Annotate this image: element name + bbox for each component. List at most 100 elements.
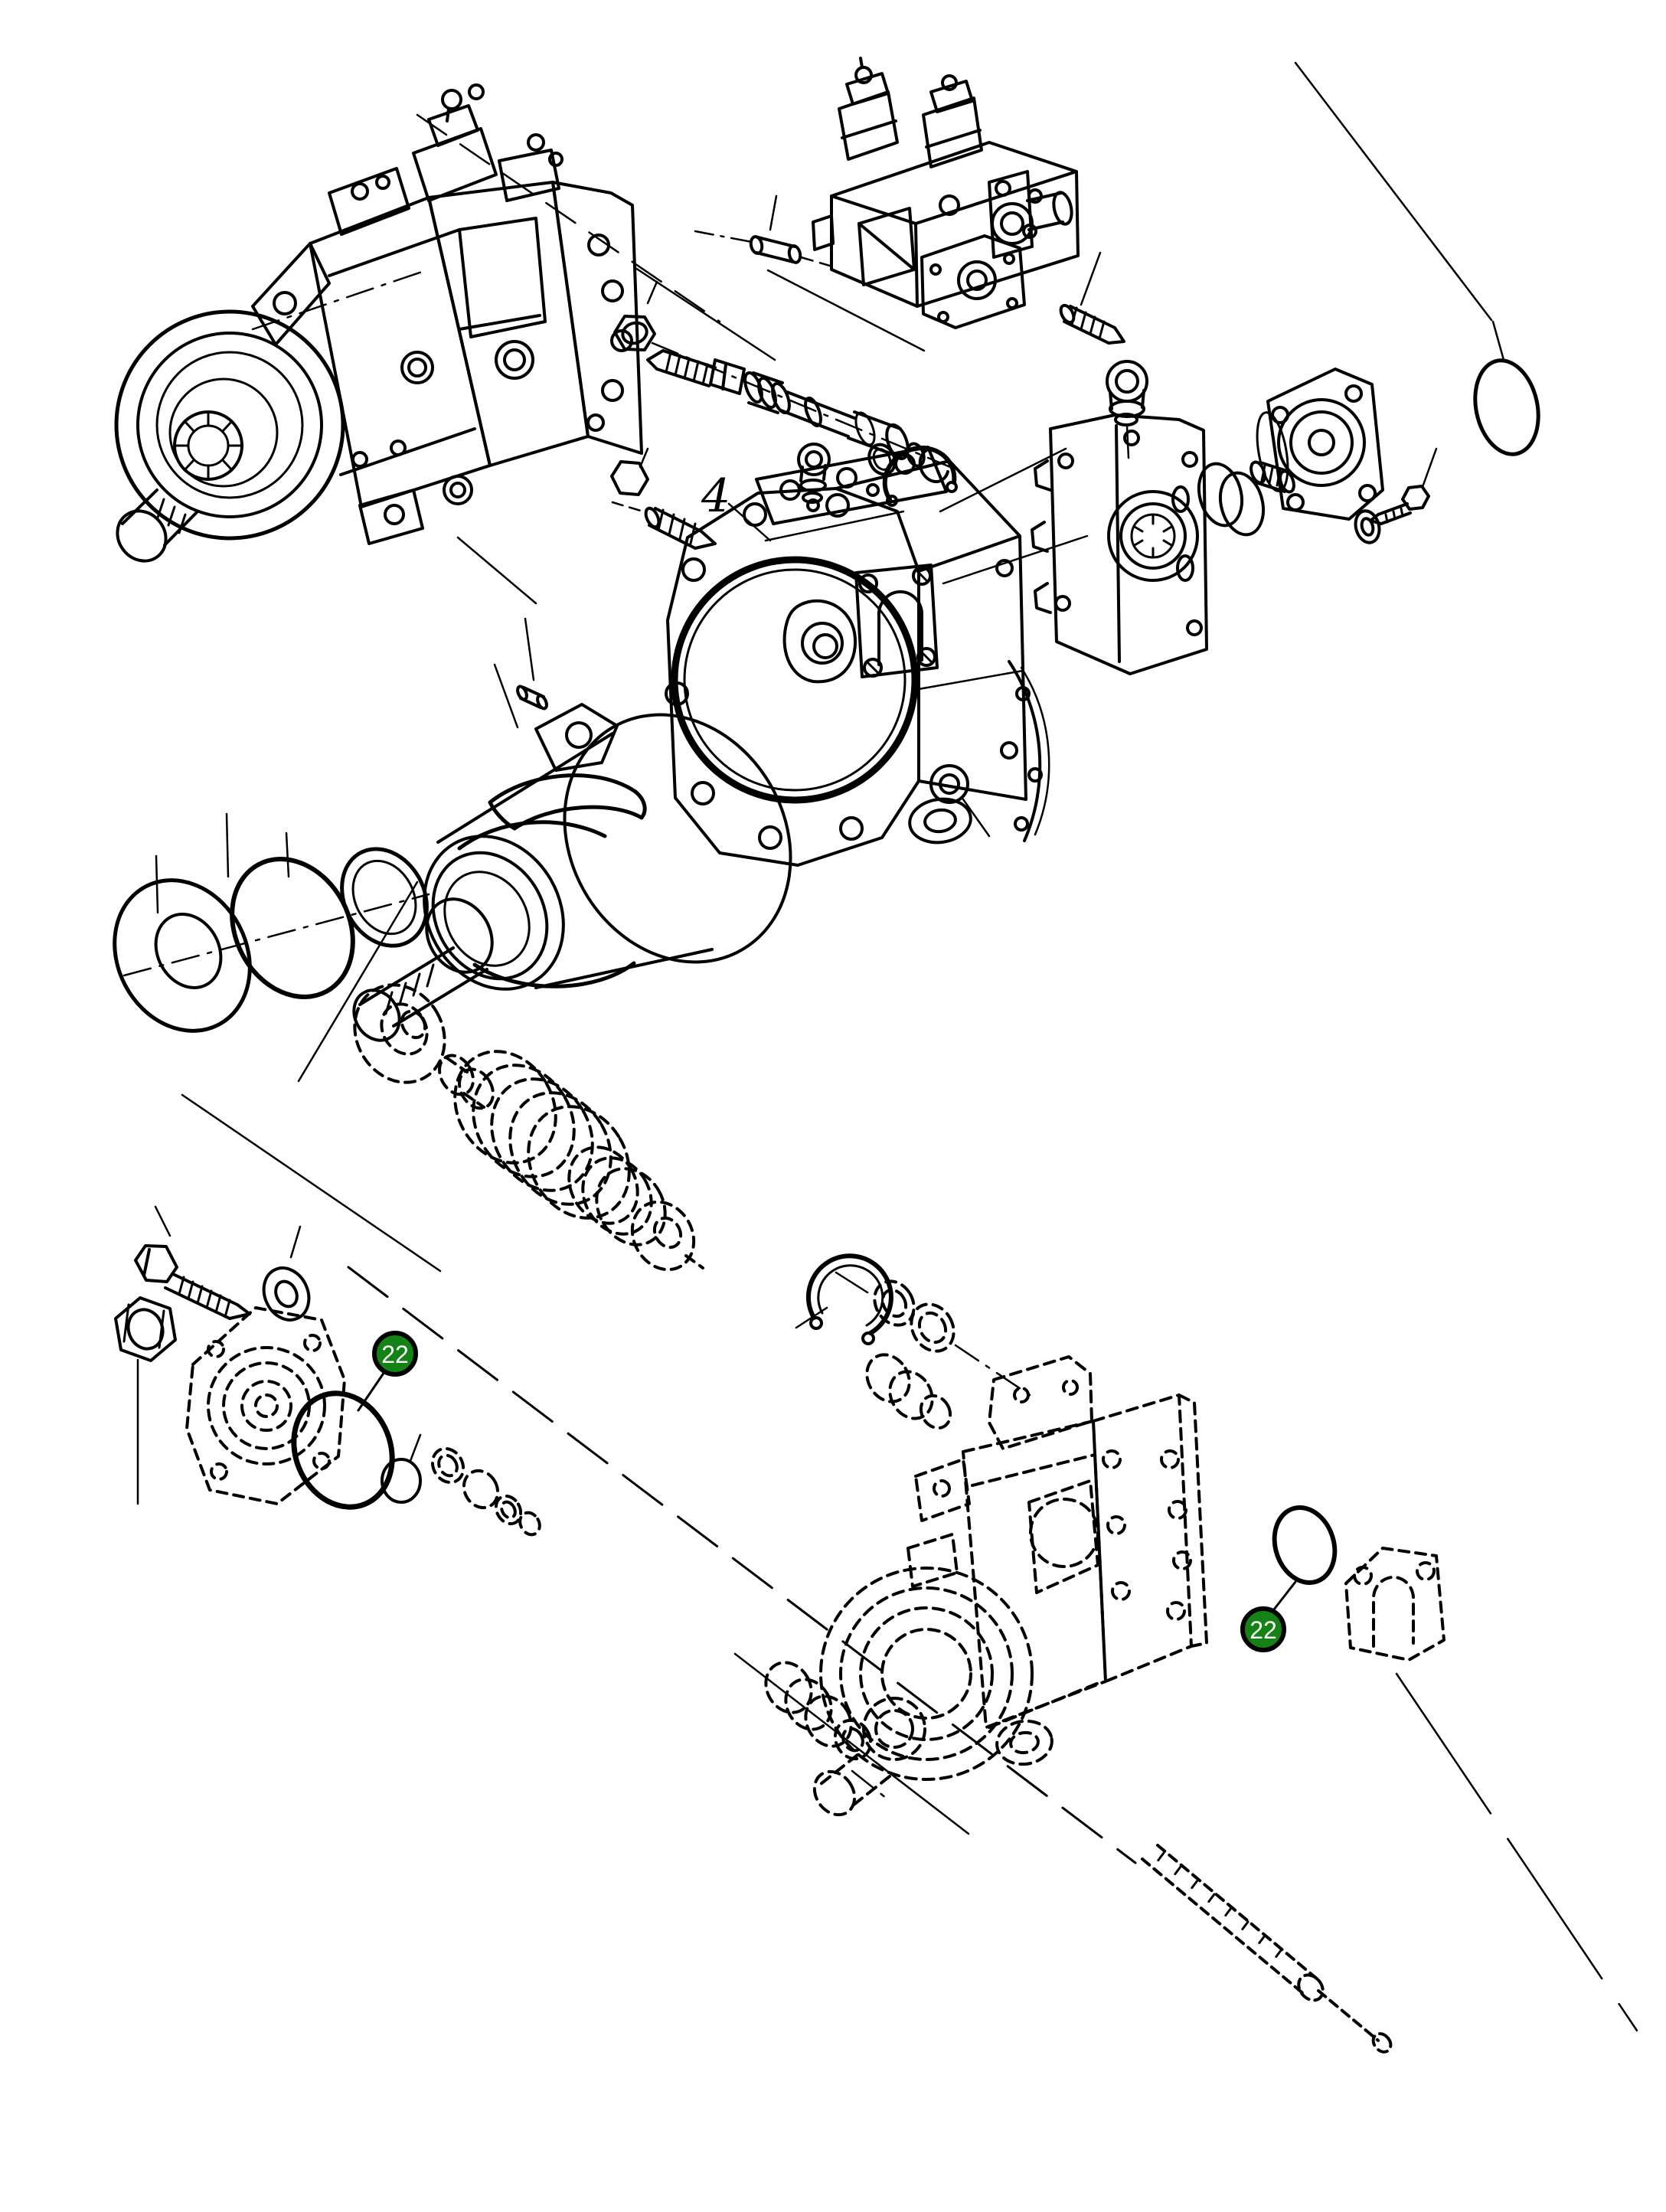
corridor-valve-b [766,269,926,352]
spring-kit-leader [297,881,419,1083]
cylinder-block-front [423,835,565,991]
corridor-lower-long [347,1266,1137,1864]
pump-bottom-leader [456,536,537,605]
callout-22-left[interactable]: 22 [357,1331,418,1412]
dowel-pin-mid [516,685,548,711]
threaded-stud-left [610,447,717,550]
servo-spring-inner [567,1145,667,1246]
o-ring-22-left [291,1390,395,1510]
swashplate-leader [493,663,519,729]
bottom-boss [908,797,972,845]
cover-gasket-edge [1008,660,1050,842]
small-oring-leader [409,1433,422,1462]
washer-leader-bl [289,1225,302,1259]
hex-nut-top [613,280,658,351]
side-pad [854,564,939,678]
top-block-4 [498,149,560,202]
washer-bottom-left [262,1266,311,1322]
callout-22-right[interactable]: 22 [1240,1580,1297,1652]
housing-body [835,459,1027,801]
control-valve-spool [646,341,956,483]
socket-plug-right [1106,360,1148,426]
callout-circle [1240,1606,1286,1652]
solenoid-coil-1 [838,57,899,161]
socket-plug-small [797,443,831,504]
pump-housing-item4 [665,446,1027,867]
hex-nut-bottom-left [114,1296,177,1362]
corridor-endcap-b [942,534,1089,585]
top-flange [755,446,948,525]
spring-guide [438,1054,495,1110]
ghost-spline-hub [862,1697,926,1761]
corridor-lower-a [181,1093,442,1273]
cylinder-block-rear [563,713,792,964]
rotating-group [352,703,792,1042]
spring-seat-1 [353,983,446,1084]
o-ring-pair-right [1197,462,1266,537]
ink-layer: 4 [113,57,1638,2054]
callout-number: 22 [1250,1616,1277,1644]
callout-leader [1272,1580,1297,1611]
washer-leader-1 [155,854,159,914]
spring-seat-2 [630,1200,704,1272]
o-ring-large-right [1473,358,1540,456]
oring-right-leader [1491,320,1505,361]
hex-bolt-bottom-left [134,1244,251,1320]
threaded-stud-right [1059,303,1125,345]
solenoid-armature [988,170,1073,259]
top-block-2 [427,104,479,147]
right-body [427,181,590,467]
spool-retainer [918,447,949,483]
solenoid-valve-assembly [812,57,1080,329]
drive-shaft [121,488,199,547]
leader-top-right-long [1294,61,1493,322]
axis-washers [122,893,430,977]
ring-chain-ghost [430,1446,541,1537]
locknut [709,358,746,395]
valve-block [830,141,1080,308]
input-shaft [358,946,488,1028]
port-boss [782,599,857,684]
servo-spring-kit [353,983,704,1272]
port [495,340,534,380]
thrust-washer [113,878,252,1033]
left-ear [251,242,331,346]
corridor-valve-a [634,266,776,361]
o-ring-small-left [381,1458,422,1504]
seal-ring-left [340,847,429,948]
ghost-front-face [819,1567,1034,1781]
hex-bolt-right [1369,447,1438,525]
pump-ghost-bottom [764,1353,1208,1817]
callout-leader [357,1371,386,1412]
corridor-endcap-a [939,447,1067,513]
socket-plug-bottom [929,764,991,838]
bottom-cross-line [733,1652,970,1835]
servo-spring-outer [453,1050,631,1220]
ghost-top-cover [988,1355,1093,1450]
threaded-end [646,349,717,387]
spool-body [779,390,856,438]
pin-mid-leader [524,617,535,681]
ghost-mid-body [962,1420,1107,1729]
axis-bottom [851,1769,891,1802]
control-cover-ghost [185,1306,346,1505]
callout-circle [372,1331,418,1377]
bolt-leader-bl [154,1205,172,1237]
servo-rod-ghost [1141,1844,1393,2054]
stud-leader [1080,251,1102,306]
bottom-lug [358,488,424,545]
main-bore [671,556,919,804]
snapring-leader-b [835,1271,869,1294]
charge-pump [1256,368,1384,521]
corridor-bottom-right [1395,1672,1638,2032]
swashplate [488,773,647,831]
valve-foot [920,234,1026,329]
o-ring-left [230,857,355,999]
explode-axis-valve [416,113,721,323]
dowel-pin-top [694,194,839,270]
end-cap-ghost [1344,1547,1446,1661]
flange-outline [666,487,920,867]
solenoid-coil-2 [922,74,983,168]
drain-plug [443,475,473,505]
